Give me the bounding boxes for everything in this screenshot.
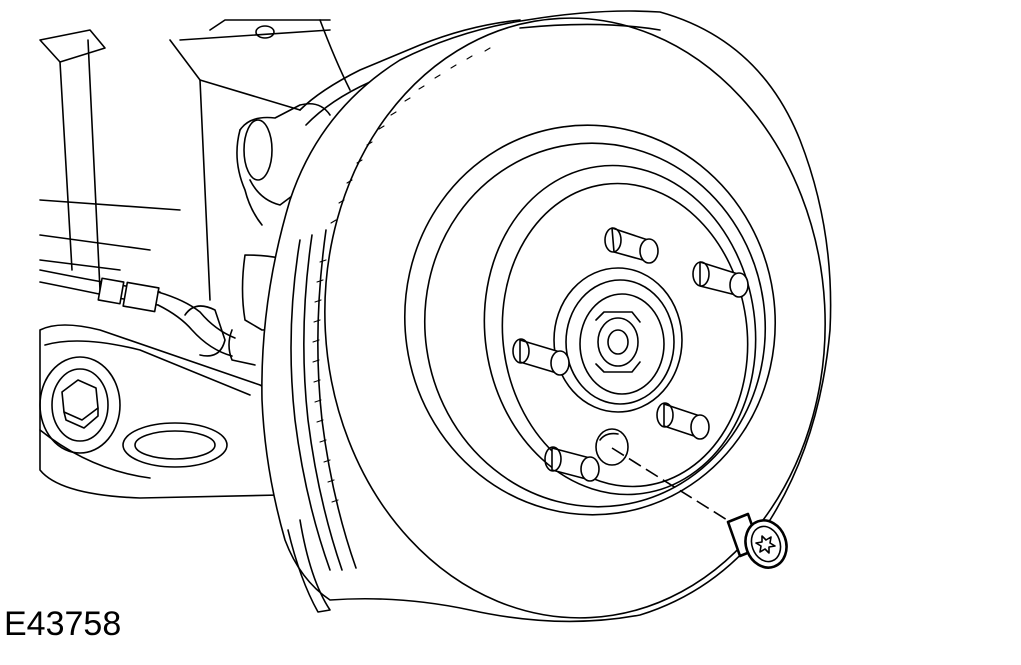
figure-reference-code: E43758 (4, 605, 122, 643)
wheel-stud-icon (692, 261, 749, 298)
suspension-assembly (39, 19, 531, 499)
wheel-stud-icon (544, 446, 600, 482)
torx-screw-icon (726, 512, 788, 569)
retaining-screw (611, 447, 788, 569)
screw-hole (595, 428, 629, 466)
wheel-stud-icon (512, 338, 570, 376)
wheel-studs (512, 227, 749, 482)
wheel-stud-icon (604, 227, 659, 264)
wheel-stud-icon (656, 402, 710, 440)
